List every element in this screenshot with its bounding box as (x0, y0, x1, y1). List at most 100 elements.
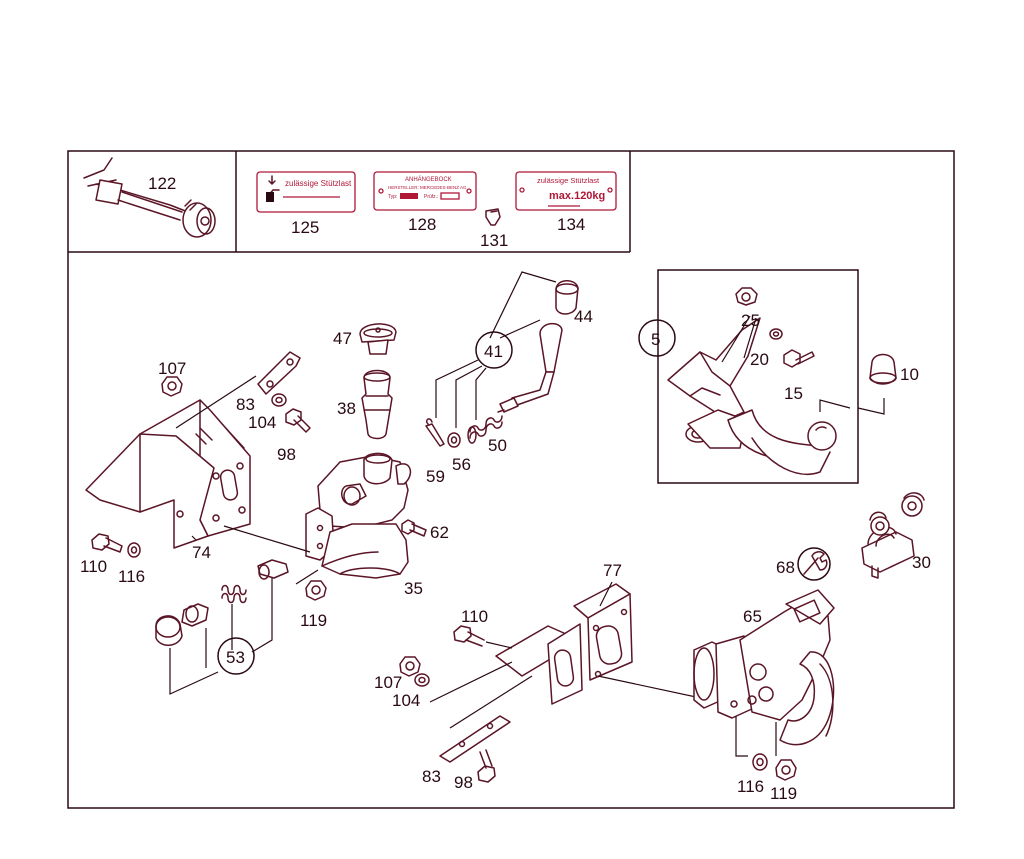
part-104-washer-b (414, 673, 430, 687)
callout-41: 41 (484, 342, 503, 361)
callout-98b: 98 (454, 773, 473, 792)
part-83-plate-a (257, 351, 301, 395)
callout-35: 35 (404, 579, 423, 598)
part-131-rivet (485, 208, 501, 226)
callout-62: 62 (430, 523, 449, 542)
part-47-knob (359, 323, 397, 355)
callout-83a: 83 (236, 395, 255, 414)
part-65-hook-coupling (693, 589, 835, 746)
leader-74 (191, 525, 311, 553)
callout-56: 56 (452, 455, 471, 474)
callout-131: 131 (480, 231, 508, 250)
callout-104b: 104 (392, 691, 420, 710)
part-50-spring (467, 415, 503, 444)
leader-104b (429, 661, 513, 703)
plate-128-maker: HERSTELLER: MERCEDES-BENZ AG (388, 185, 467, 190)
plate-134: zulässige Stützlast max.120kg (515, 171, 617, 211)
inset-box-5 (657, 269, 859, 484)
leader-77-hook (597, 675, 711, 701)
leader-65-fasteners (735, 716, 777, 757)
part-62-bolt (401, 519, 427, 537)
part-119-nut (305, 580, 327, 601)
leader-41-group (435, 359, 487, 428)
part-41-lever (497, 322, 563, 413)
part-44-knob (555, 280, 579, 315)
callout-107b: 107 (374, 673, 402, 692)
part-59-split-pin (425, 418, 445, 447)
part-116-washer-b (752, 753, 768, 771)
part-30-clamp (861, 492, 925, 579)
leader-119a (295, 569, 319, 585)
leader-77 (599, 581, 613, 607)
callout-74: 74 (192, 543, 211, 562)
callout-116a: 116 (118, 567, 145, 586)
leader-83b (449, 675, 533, 729)
callout-83b: 83 (422, 767, 441, 786)
part-98-bolt-b (477, 749, 496, 783)
callout-59: 59 (426, 467, 445, 486)
callout-53: 53 (226, 648, 245, 667)
plate-125-text: zulässige Stützlast (285, 179, 352, 188)
part-74-bracket (85, 399, 251, 549)
part-15-bolt (783, 349, 815, 368)
plate-128-pruefz: Prüfz.: (424, 194, 438, 200)
part-53-pin (257, 559, 289, 580)
callout-38: 38 (337, 399, 356, 418)
callout-110a: 110 (80, 557, 107, 576)
callout-65: 65 (743, 607, 762, 626)
leader-5 (721, 315, 757, 363)
diagram-frame (67, 150, 955, 809)
callout-107a: 107 (158, 359, 186, 378)
part-122-cable-plug (83, 157, 216, 238)
part-107-nut-a (161, 376, 183, 397)
callout-44: 44 (574, 307, 593, 326)
leader-41 (489, 271, 557, 339)
callout-77: 77 (603, 561, 622, 580)
callout-47: 47 (333, 329, 352, 348)
part-20-washer (769, 328, 783, 340)
part-116-washer-a (127, 542, 141, 558)
callout-5-circle (638, 319, 676, 357)
part-56-washer (447, 432, 461, 448)
callout-119a: 119 (300, 611, 327, 630)
part-107-nut-b (399, 656, 421, 677)
part-53-spring (221, 584, 247, 604)
part-83-plate-b (439, 715, 511, 763)
callout-104a: 104 (248, 413, 276, 432)
plate-128-title: ANHÄNGEBOCK (405, 176, 452, 183)
plate-128: ANHÄNGEBOCK HERSTELLER: MERCEDES-BENZ AG… (373, 171, 477, 211)
callout-125: 125 (291, 218, 319, 237)
callout-10: 10 (900, 365, 919, 384)
plate-125: zulässige Stützlast (256, 171, 356, 213)
part-5-ball-bracket (667, 317, 851, 475)
part-53-bush (181, 603, 209, 627)
part-53-cap (155, 615, 183, 646)
part-110-bolt-b (453, 625, 485, 647)
callout-15: 15 (784, 384, 803, 403)
part-104-washer-a (271, 393, 287, 407)
plate-128-typ: Typ: (388, 194, 397, 200)
callout-116b: 116 (737, 777, 764, 796)
leader-53 (169, 578, 273, 695)
plate-134-value: max.120kg (549, 190, 605, 202)
leader-83a (175, 375, 257, 429)
callout-119b: 119 (770, 784, 797, 803)
callout-53-circle (217, 637, 255, 675)
callout-134: 134 (557, 215, 585, 234)
leader-110b (485, 641, 513, 649)
callout-122: 122 (148, 174, 176, 193)
callout-30: 30 (912, 553, 931, 572)
part-68-spanner-symbol (797, 547, 831, 581)
callout-98a: 98 (277, 445, 296, 464)
plate-134-text: zulässige Stützlast (537, 176, 600, 185)
part-98-bolt-a (285, 408, 311, 433)
part-110-bolt-a (91, 533, 123, 553)
part-10-cap (857, 353, 897, 415)
callout-110b: 110 (461, 607, 488, 626)
part-25-nut (735, 287, 758, 306)
callout-68: 68 (776, 558, 795, 577)
callout-20: 20 (750, 350, 769, 369)
callout-41-circle (475, 331, 513, 369)
callout-25: 25 (741, 311, 760, 330)
